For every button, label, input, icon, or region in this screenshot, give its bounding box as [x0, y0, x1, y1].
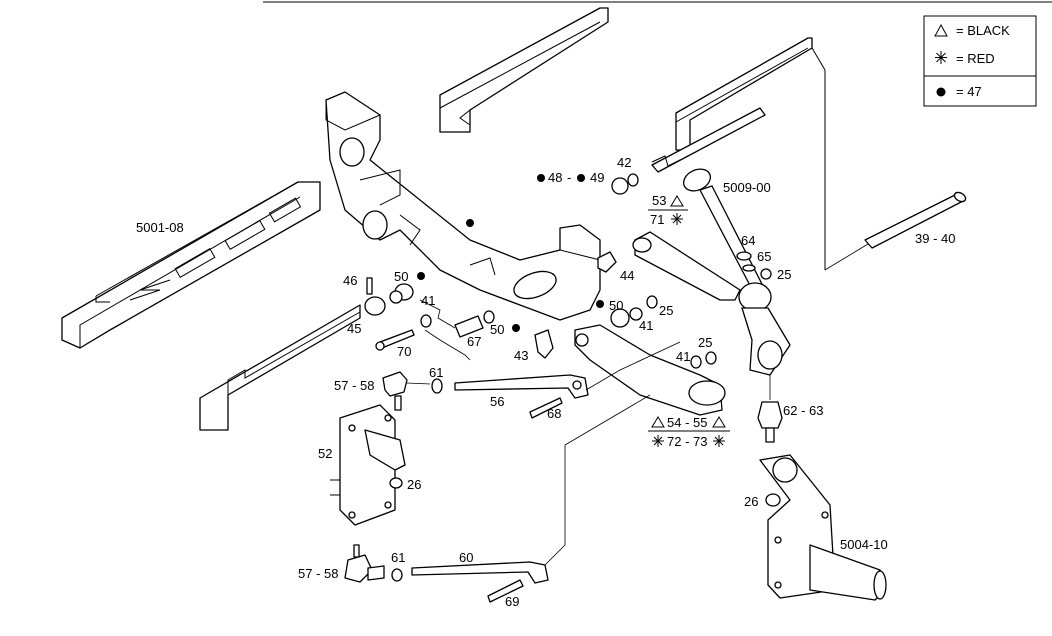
callout-68: 68: [547, 406, 561, 421]
callout-54-55: 54 - 55: [667, 415, 707, 430]
asterisk-icon: [713, 435, 725, 447]
callout-72-73: 72 - 73: [667, 434, 707, 449]
tie-rod-60: [411, 394, 651, 584]
bolt-69: [487, 579, 524, 603]
callout-50-b: 50: [490, 322, 504, 337]
callout-57-58-b: 57 - 58: [298, 566, 338, 581]
triangle-icon: [712, 416, 726, 428]
callout-25-b: 25: [777, 267, 791, 282]
sleeve-67: [454, 315, 484, 338]
lower-arm-54-55: [574, 324, 726, 416]
plate-44: [597, 251, 617, 273]
left-frame-rail: [61, 181, 321, 349]
callout-49: 49: [590, 170, 604, 185]
callout-67: 67: [467, 334, 481, 349]
steering-knuckle-5004-10: [759, 454, 887, 601]
legend-red-row: = RED: [935, 51, 995, 66]
filled-dot-icon: [936, 87, 946, 97]
ball-joint-57-58-upper: [382, 371, 408, 397]
tie-rod-56: [454, 374, 589, 399]
callout-48: 48: [548, 170, 562, 185]
callout-26-b: 26: [744, 494, 758, 509]
legend-black-row: = BLACK: [934, 23, 1010, 38]
lower-left-frame-rail: [199, 304, 361, 431]
callout-53: 53: [652, 193, 666, 208]
bolt-68: [529, 397, 563, 419]
callout-43: 43: [514, 348, 528, 363]
callout-50-c: 50: [609, 298, 623, 313]
ball-joint-57-58-lower: [344, 554, 373, 583]
asterisk-icon: [652, 435, 664, 447]
callout-52: 52: [318, 446, 332, 461]
legend-red-label: = RED: [956, 51, 995, 66]
bump-stop-43: [534, 329, 554, 359]
callout-64: 64: [741, 233, 755, 248]
crossmember-5001-08: [325, 91, 601, 321]
callout-61-b: 61: [391, 550, 405, 565]
asterisk-icon: [935, 51, 947, 64]
callout-labels: 5001-08 46 45 50 41 70 67 50 43 44 50 25…: [136, 155, 955, 609]
upper-right-frame-rail: [675, 37, 826, 270]
callout-61-a: 61: [429, 365, 443, 380]
callout-42: 42: [617, 155, 631, 170]
callout-70: 70: [397, 344, 411, 359]
callout-41-a: 41: [421, 293, 435, 308]
callout-25-c: 25: [698, 335, 712, 350]
triangle-icon: [651, 416, 665, 428]
callout-5009-00: 5009-00: [723, 180, 771, 195]
legend-dot-label: = 47: [956, 84, 982, 99]
callout-46: 46: [343, 273, 357, 288]
small-parts: [344, 173, 781, 603]
callout-25-a: 25: [659, 303, 673, 318]
asterisk-icon: [671, 213, 683, 225]
callout-69: 69: [505, 594, 519, 609]
bar-39-40: [824, 191, 967, 271]
callout-26-a: 26: [407, 477, 421, 492]
upper-arm-53: [632, 231, 741, 301]
callout-41-b: 41: [639, 318, 653, 333]
upper-middle-frame-rail: [439, 7, 609, 133]
triangle-icon: [934, 23, 948, 37]
triangle-icon: [670, 195, 684, 207]
callout-45: 45: [347, 321, 361, 336]
callout-48-sep: -: [567, 170, 571, 185]
callout-60: 60: [459, 550, 473, 565]
callout-57-58-a: 57 - 58: [334, 378, 374, 393]
steering-lever: [738, 282, 791, 376]
callout-5001-08: 5001-08: [136, 220, 184, 235]
callout-71: 71: [650, 212, 664, 227]
legend-dot-row: = 47: [936, 84, 982, 99]
callout-56: 56: [490, 394, 504, 409]
callout-5004-10: 5004-10: [840, 537, 888, 552]
bushing-45: [364, 296, 386, 316]
callout-65: 65: [757, 249, 771, 264]
bracket-52: [330, 404, 406, 526]
callout-44: 44: [620, 268, 634, 283]
legend-black-label: = BLACK: [956, 23, 1010, 38]
ball-joint-62-63: [757, 375, 783, 443]
callout-62-63: 62 - 63: [783, 403, 823, 418]
pin-46: [366, 277, 373, 295]
callout-50-a: 50: [394, 269, 408, 284]
legend: = BLACK = RED = 47: [923, 15, 1037, 107]
callout-39-40: 39 - 40: [915, 231, 955, 246]
callout-41-c: 41: [676, 349, 690, 364]
